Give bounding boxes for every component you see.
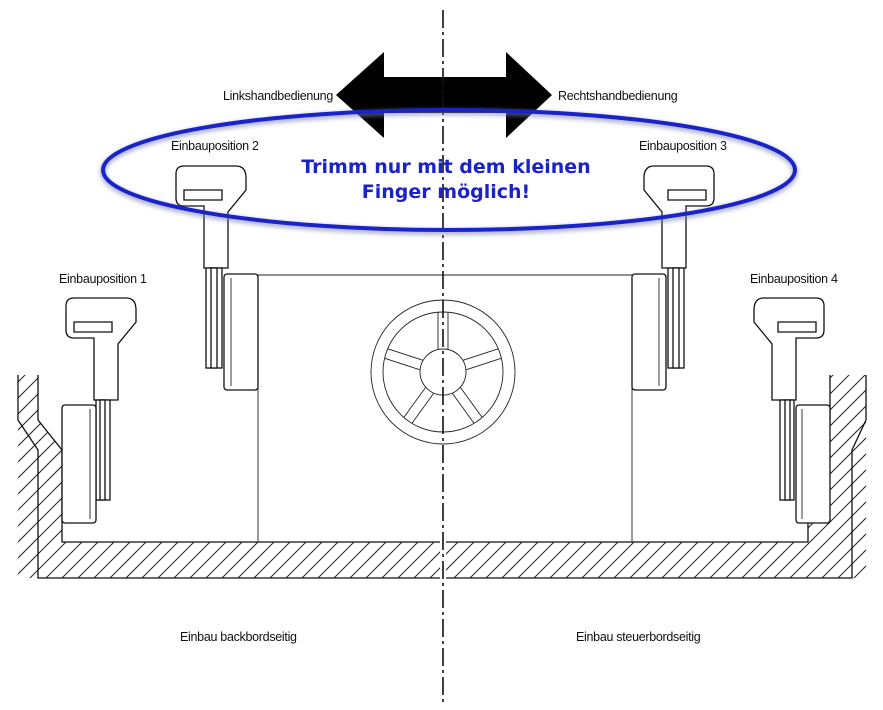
hatch-line	[799, 375, 866, 578]
hatch-line	[231, 375, 440, 578]
hatch-line	[375, 375, 440, 578]
note-line2: Finger möglich!	[362, 181, 530, 203]
hatch-line	[151, 375, 393, 578]
note-line1: Trimm nur mit dem kleinen	[301, 156, 590, 178]
wheel-spoke	[403, 387, 426, 418]
hatch-line	[215, 375, 440, 578]
hatch-line	[655, 375, 866, 578]
throttle-lever-pos1	[61, 297, 137, 524]
hatch-line	[167, 375, 409, 578]
hatch-line	[783, 375, 866, 578]
wheel-spoke	[460, 387, 483, 418]
hatch-line	[446, 375, 657, 578]
hatch-line	[199, 375, 440, 578]
wheel-spoke	[466, 357, 502, 371]
hatch-line	[446, 375, 673, 578]
hatch-line	[447, 375, 689, 578]
wheel-spoke	[384, 357, 420, 371]
hatch-line	[543, 375, 785, 578]
hatch-line	[119, 375, 361, 578]
hatch-line	[87, 375, 329, 578]
wheel-spoke	[452, 393, 475, 424]
wheel-spoke	[463, 348, 499, 361]
highlight-ellipse	[101, 108, 797, 232]
label-pos4: Einbauposition 4	[750, 272, 838, 286]
hatch-line	[18, 375, 249, 578]
hatch-line	[527, 375, 769, 578]
wheel-spoke	[387, 348, 423, 361]
label-right-hand: Rechtshandbedienung	[558, 89, 678, 103]
double-arrow	[336, 52, 552, 138]
label-port: Einbau backbordseitig	[180, 630, 297, 644]
label-pos3: Einbauposition 3	[639, 139, 727, 153]
hatch-line	[648, 360, 883, 600]
label-pos1: Einbauposition 1	[59, 272, 147, 286]
hatch-line	[359, 375, 440, 578]
hatch-line	[719, 375, 866, 578]
throttle-lever-pos4	[753, 297, 831, 524]
label-starboard: Einbau steuerbordseitig	[576, 630, 701, 644]
hull-outline-port	[17, 375, 440, 579]
hatch-line	[559, 375, 801, 578]
throttle-lever-pos2	[175, 165, 259, 391]
wheel-spoke	[411, 393, 434, 424]
hatch-line	[18, 375, 73, 578]
throttle-lever-pos3	[631, 165, 715, 391]
hatch-line	[767, 375, 866, 578]
hatch-line	[495, 375, 737, 578]
hatch-line	[815, 375, 866, 578]
hatch-line	[135, 375, 377, 578]
hatch-line	[446, 375, 641, 578]
hatch-line	[863, 375, 866, 578]
label-pos2: Einbauposition 2	[171, 139, 259, 153]
hatch-line	[751, 375, 866, 578]
hatch-line	[103, 375, 345, 578]
hatch-line	[343, 375, 440, 578]
hatch-line	[391, 375, 440, 578]
hatch-line	[479, 375, 721, 578]
label-left-hand: Linkshandbedienung	[223, 89, 333, 103]
console-box	[257, 274, 633, 542]
hatch-line	[463, 375, 705, 578]
hatch-line	[327, 375, 440, 578]
hull-hatching-port	[18, 360, 883, 600]
hatch-line	[23, 375, 265, 578]
hatch-line	[639, 375, 866, 578]
hatch-line	[735, 375, 866, 578]
hull-outline-starboard	[446, 375, 867, 579]
